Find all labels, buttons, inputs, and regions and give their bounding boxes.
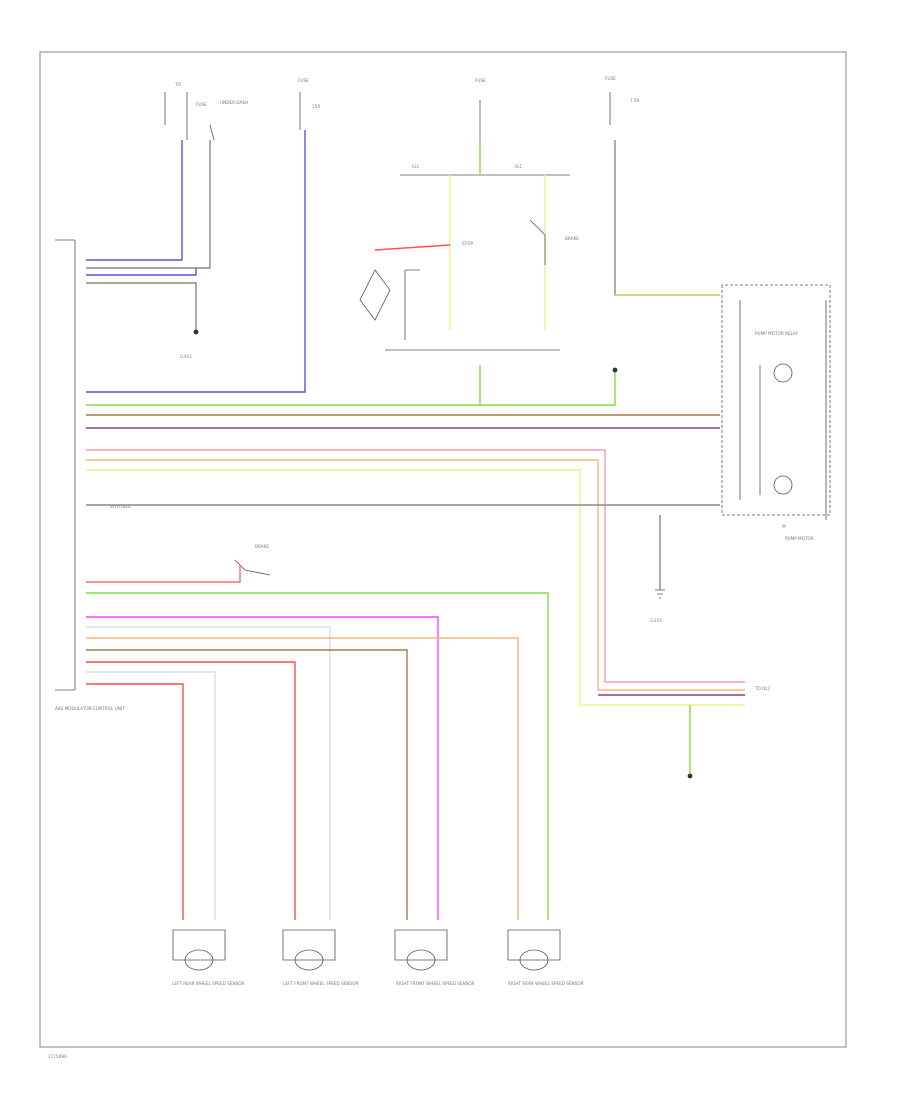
relay-coil (404, 269, 420, 340)
wire-red-lr (86, 683, 184, 920)
svg-text:IG1: IG1 (412, 164, 419, 169)
wire-gray-1 (86, 140, 211, 269)
diagram-border (39, 51, 847, 1048)
brake-switch-icon (359, 269, 391, 321)
ground-g301-icon (655, 589, 665, 599)
top-fuse-center: FUSE (475, 78, 486, 140)
relay-switch (529, 219, 546, 265)
svg-text:FUSE: FUSE (298, 78, 309, 83)
wire-gray-right (614, 140, 720, 296)
pump-motor-relay: PUMP MOTOR RELAY M PUMP MOTOR (721, 284, 831, 541)
wire-grn-rr (86, 592, 549, 920)
svg-text:STOP: STOP (462, 241, 474, 246)
wire-brn-rf (86, 649, 408, 920)
top-fuse-right: FUSE 7.5A (605, 76, 640, 125)
svg-text:TO DLC: TO DLC (754, 686, 771, 691)
wire-red-relay (374, 244, 451, 251)
wire-pink-bus (86, 449, 745, 683)
svg-text:PUMP MOTOR: PUMP MOTOR (785, 536, 814, 541)
wire-blu-2 (86, 268, 197, 276)
sensor-rr: RIGHT REAR WHEEL SPEED SENSOR (507, 929, 584, 986)
wire-blu-long (86, 130, 306, 393)
svg-text:BRAKE: BRAKE (565, 236, 579, 241)
svg-text:FUSE: FUSE (605, 76, 616, 81)
svg-text:15A: 15A (312, 104, 320, 109)
sensor-rf: RIGHT FRONT WHEEL SPEED SENSOR (394, 929, 475, 986)
connector-dot (612, 367, 618, 373)
brake-sw-lower (234, 559, 271, 576)
svg-text:TO: TO (174, 82, 182, 87)
svg-text:FUSE: FUSE (475, 78, 486, 83)
label-wht-blk: WHT/BLK (110, 504, 132, 510)
svg-text:PUMP MOTOR RELAY: PUMP MOTOR RELAY (755, 331, 799, 336)
svg-text:LEFT FRONT WHEEL SPEED SENSOR: LEFT FRONT WHEEL SPEED SENSOR (283, 981, 359, 986)
svg-text:RIGHT FRONT WHEEL SPEED SENSOR: RIGHT FRONT WHEEL SPEED SENSOR (396, 981, 475, 986)
svg-text:M: M (782, 524, 786, 529)
ground-g301-label: G301 (650, 618, 662, 624)
ground-g401-label: G401 (180, 354, 192, 360)
wire-blu-1 (86, 140, 183, 261)
svg-text:IG1: IG1 (515, 164, 522, 169)
sensor-lf: LEFT FRONT WHEEL SPEED SENSOR (282, 929, 359, 986)
ground-g401-icon (193, 329, 199, 335)
wire-org-rr (86, 637, 519, 920)
svg-text:UNDER-DASH: UNDER-DASH (220, 100, 248, 105)
wire-grn-bus (86, 372, 616, 406)
wire-lgray-lr (86, 671, 216, 920)
wire-red-sw (86, 565, 241, 583)
wire-lgray-lf (86, 626, 331, 920)
wire-yel-bus (86, 469, 745, 706)
svg-text:BRAKE: BRAKE (255, 544, 269, 549)
sensor-lr: LEFT REAR WHEEL SPEED SENSOR (172, 929, 245, 986)
top-fuse-left: TO FUSE UNDER-DASH (164, 82, 248, 141)
svg-text:7.5A: 7.5A (630, 98, 640, 103)
wire-org-bus (86, 459, 745, 691)
connector-dot-2 (687, 773, 693, 779)
page-id: 27/5896 (48, 1054, 67, 1060)
wire-red-lf (86, 661, 296, 920)
wire-mag-rf (86, 616, 439, 920)
svg-text:RIGHT REAR WHEEL SPEED SENSOR: RIGHT REAR WHEEL SPEED SENSOR (508, 981, 584, 986)
svg-text:FUSE: FUSE (196, 102, 207, 107)
top-fuse-mid-left: FUSE 15A (298, 78, 320, 130)
wire-blk-ground (86, 282, 197, 330)
svg-text:LEFT REAR WHEEL SPEED SENSOR: LEFT REAR WHEEL SPEED SENSOR (172, 981, 245, 986)
abs-unit-label: ABS MODULATOR-CONTROL UNIT (55, 706, 125, 711)
